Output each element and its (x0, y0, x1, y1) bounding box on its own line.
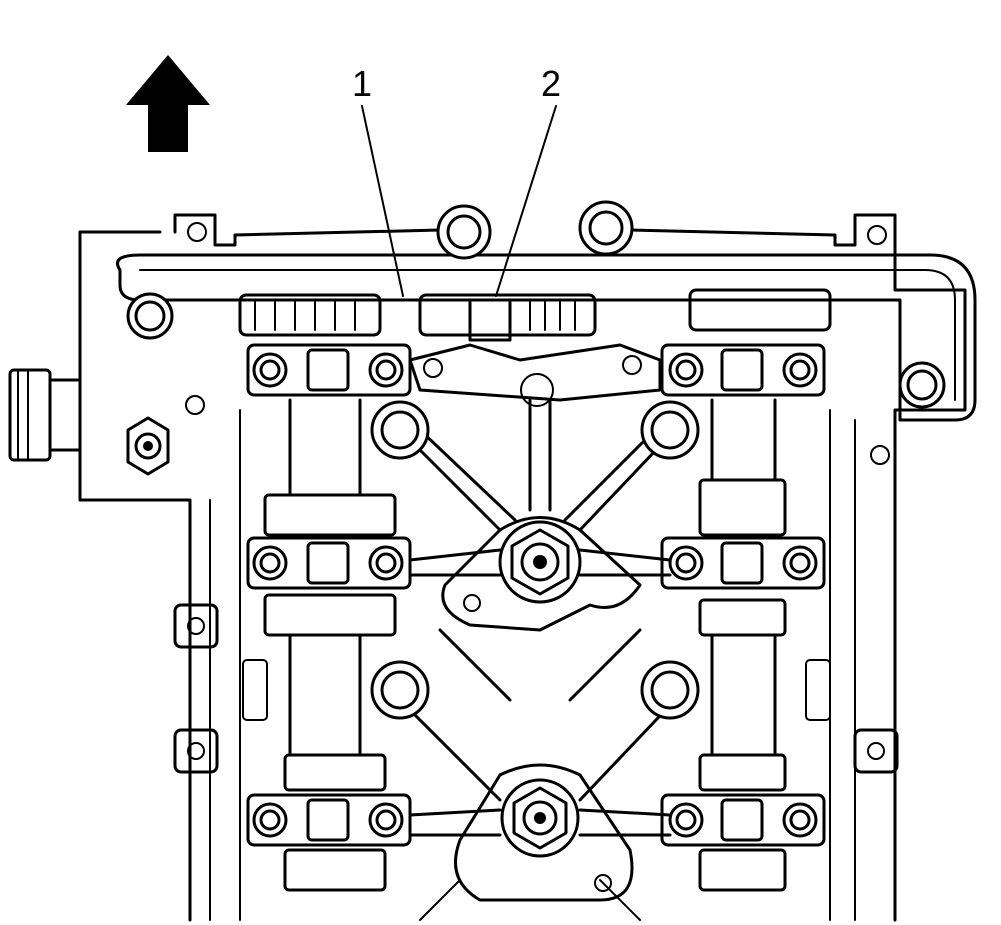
cover-bolts-top (126, 200, 946, 409)
up-arrow-icon (126, 55, 210, 152)
cylinder-head-outline (78, 213, 967, 922)
cylinder-head-ribs (239, 409, 831, 921)
coolant-outlet-pipe (8, 368, 82, 462)
camshaft-sprockets (238, 288, 832, 342)
leader-line-2 (495, 105, 557, 297)
fitting-nut (126, 416, 170, 476)
center-brace-plate (398, 343, 677, 902)
callout-label-2: 2 (541, 63, 561, 104)
camshaft-bearing-caps-right (660, 343, 826, 892)
bottom-cut-lines (419, 879, 641, 921)
leader-line-1 (361, 105, 404, 297)
brace-bolts (370, 400, 700, 720)
camshaft-bearing-caps-left (246, 343, 412, 892)
callout-label-1: 1 (352, 63, 372, 104)
camshaft-cover-frame (116, 253, 977, 422)
